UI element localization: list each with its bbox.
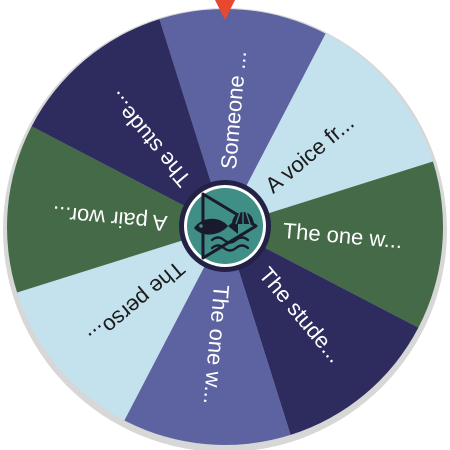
wheel-segment-6[interactable]: [17, 227, 226, 421]
wheel-pointer-marker: [215, 0, 235, 20]
wheel-segment-8[interactable]: [31, 19, 225, 228]
wheel-segment-4[interactable]: [225, 227, 419, 435]
fish-icon: [194, 218, 238, 235]
fish-eye: [199, 224, 203, 228]
wave-icon: [210, 236, 250, 252]
wheel-segments: [7, 9, 443, 445]
spin-hub-button[interactable]: [179, 180, 271, 272]
wheel-segment-3[interactable]: [225, 161, 443, 328]
wheel-segment-1[interactable]: [159, 9, 326, 227]
wheel-segment-5[interactable]: [124, 227, 291, 445]
shell-ridges: [235, 209, 251, 225]
play-fish-shell-icon: [194, 192, 258, 260]
wheel-segment-7[interactable]: [7, 126, 226, 293]
wheel-segment-2[interactable]: [225, 33, 433, 227]
